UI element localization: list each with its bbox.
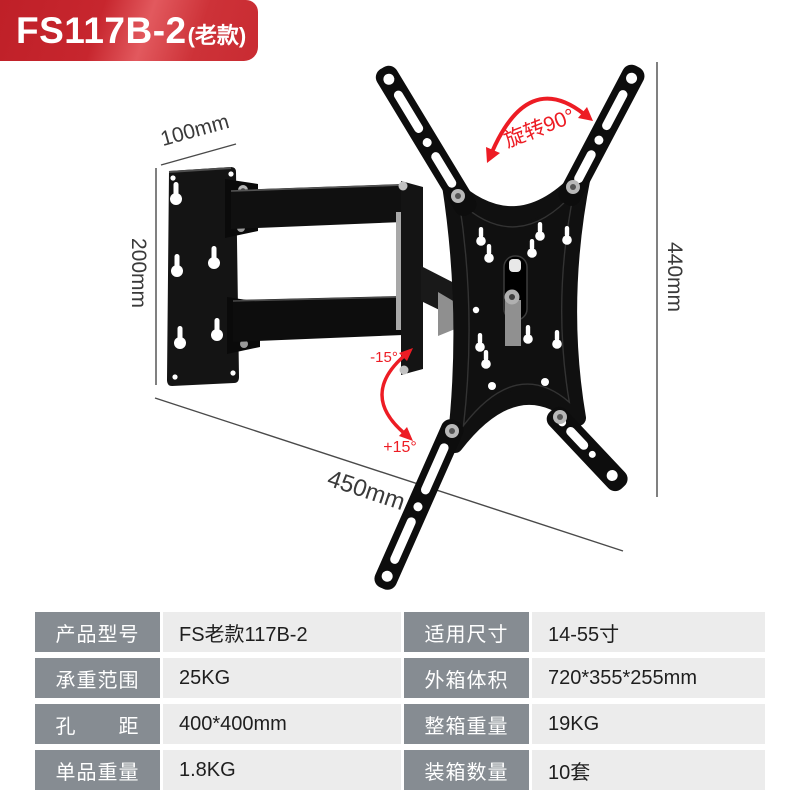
- spec-value-product-model: FS老款117B-2: [163, 612, 401, 652]
- keyhole-slots: [170, 182, 223, 349]
- dim-plate-height: 200mm: [127, 237, 150, 309]
- model-name: FS117B-2: [16, 10, 187, 51]
- spec-table: 产品型号 FS老款117B-2 适用尺寸 14-55寸 承重范围 25KG 外箱…: [35, 612, 765, 790]
- dim-bracket-height: 440mm: [663, 241, 686, 313]
- vesa-holes: [472, 222, 572, 390]
- model-banner: FS117B-2 (老款): [0, 0, 258, 61]
- tilt-up-label: -15°: [370, 349, 398, 366]
- model-suffix: (老款): [187, 23, 247, 48]
- spec-value-screen-size: 14-55寸: [532, 612, 765, 652]
- spec-label-hole-pitch: 孔 距: [35, 704, 160, 744]
- spec-value-box-volume: 720*355*255mm: [532, 658, 765, 698]
- dimension-lines: [154, 62, 658, 552]
- spec-label-product-model: 产品型号: [35, 612, 160, 652]
- vesa-arm-lower-left: [374, 419, 464, 590]
- spec-label-pack-quantity: 装箱数量: [404, 750, 529, 790]
- spec-value-box-weight: 19KG: [532, 704, 765, 744]
- spec-label-box-volume: 外箱体积: [404, 658, 529, 698]
- spec-label-screen-size: 适用尺寸: [404, 612, 529, 652]
- spec-value-item-weight: 1.8KG: [163, 750, 401, 790]
- vesa-arm-upper-left: [375, 65, 477, 216]
- lobe-bolts: [445, 180, 580, 438]
- spec-label-box-weight: 整箱重量: [404, 704, 529, 744]
- tilt-down-label: +15°: [383, 439, 417, 456]
- spec-label-load-capacity: 承重范围: [35, 658, 160, 698]
- bracket-illustration: [154, 62, 658, 590]
- vesa-arm-upper-right: [558, 64, 645, 206]
- rotation-arrow: [486, 96, 593, 163]
- tilt-arrow: [380, 348, 413, 441]
- spec-value-pack-quantity: 10套: [532, 750, 765, 790]
- spec-value-load-capacity: 25KG: [163, 658, 401, 698]
- pivot-column: [396, 181, 423, 375]
- spec-value-hole-pitch: 400*400mm: [163, 704, 401, 744]
- vesa-plate: [442, 167, 591, 453]
- spec-label-item-weight: 单品重量: [35, 750, 160, 790]
- mounting-arms: [230, 184, 404, 342]
